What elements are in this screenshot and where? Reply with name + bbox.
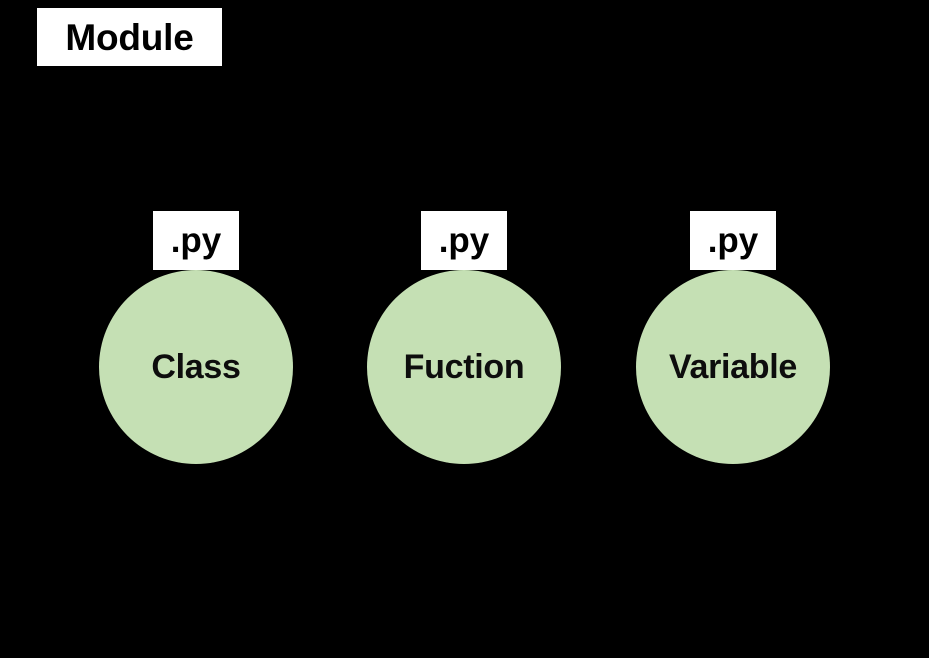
circle-fuction[interactable]: Fuction [367, 270, 561, 464]
circle-label-fuction: Fuction [403, 348, 525, 386]
module-label-text: Module [65, 16, 194, 58]
circle-variable[interactable]: Variable [636, 270, 830, 464]
py-file-tab-label-fuction: .py [438, 221, 490, 260]
module-label-box: Module [37, 8, 222, 66]
py-file-tab-variable: .py [690, 211, 776, 270]
node-fuction[interactable]: .py Fuction [367, 211, 561, 466]
circle-class[interactable]: Class [99, 270, 293, 464]
node-class[interactable]: .py Class [99, 211, 293, 466]
py-file-tab-label-variable: .py [707, 221, 759, 260]
py-file-tab-label-class: .py [170, 221, 222, 260]
circle-label-class: Class [151, 348, 241, 386]
py-file-tab-class: .py [153, 211, 239, 270]
circle-label-variable: Variable [668, 348, 798, 386]
node-variable[interactable]: .py Variable [636, 211, 830, 466]
py-file-tab-fuction: .py [421, 211, 507, 270]
